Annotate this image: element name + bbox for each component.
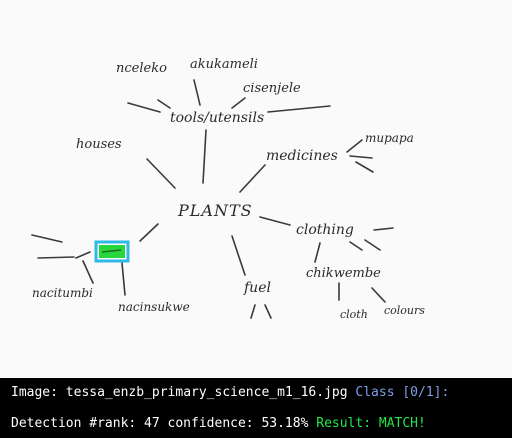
label-cisenjele: cisenjele <box>243 81 301 96</box>
label-cloth: cloth <box>340 308 368 321</box>
detection-info-bar: Image: tessa_enzb_primary_science_m1_16.… <box>0 378 512 438</box>
label-nceleko: nceleko <box>116 61 167 76</box>
label-nacinsukwe: nacinsukwe <box>118 300 190 314</box>
connector-lines <box>31 79 394 319</box>
detection-text: Detection #rank: 47 confidence: 53.18% <box>11 416 309 431</box>
label-akukameli: akukameli <box>190 57 258 72</box>
image-filename: tessa_enzb_primary_science_m1_16.jpg <box>65 385 348 400</box>
mind-map-drawing: PLANTS tools/utensils nceleko akukameli … <box>31 57 425 321</box>
label-nacitumbi: nacitumbi <box>32 286 93 300</box>
image-info-line: Image: tessa_enzb_primary_science_m1_16.… <box>11 385 449 400</box>
label-chikwembe: chikwembe <box>306 266 381 281</box>
label-medicines: medicines <box>266 148 338 164</box>
mind-map-photo: PLANTS tools/utensils nceleko akukameli … <box>31 57 426 321</box>
detection-box <box>94 240 130 263</box>
label-clothing: clothing <box>296 222 354 238</box>
class-text: Class [0/1]: <box>355 385 450 400</box>
result-text: Result: MATCH! <box>316 416 426 431</box>
label-colours: colours <box>384 304 425 317</box>
detection-line: Detection #rank: 47 confidence: 53.18% R… <box>11 416 426 431</box>
label-tools: tools/utensils <box>170 110 264 126</box>
label-mupapa: mupapa <box>365 131 414 145</box>
image-prefix: Image: <box>11 385 66 400</box>
label-houses: houses <box>76 137 122 152</box>
label-fuel: fuel <box>243 280 271 296</box>
center-label: PLANTS <box>177 201 253 220</box>
